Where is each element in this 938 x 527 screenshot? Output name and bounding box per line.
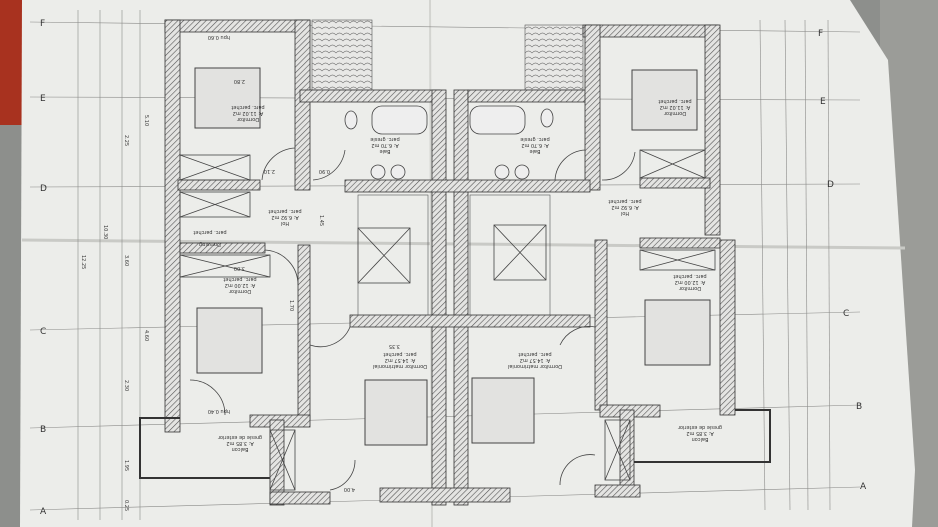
dim-label: 2.80 xyxy=(234,78,245,84)
room-finish: parc. gresie xyxy=(520,136,549,142)
axis-letter: F xyxy=(818,29,823,39)
terrace-tiles xyxy=(524,24,584,91)
beds xyxy=(194,67,711,446)
axis-letter: D xyxy=(827,180,834,190)
room-name: Dormitor matrimonial xyxy=(373,363,427,369)
dim-label: 1.70 xyxy=(288,300,294,311)
dim-label: 0.25 xyxy=(123,500,129,511)
room-finish: parc. parchet xyxy=(658,98,691,104)
room-name: Dormitor xyxy=(228,288,251,294)
wardrobes xyxy=(179,149,716,491)
dim-label: 12.25 xyxy=(80,255,86,269)
door-swings xyxy=(189,147,636,491)
room-finish: gresie de exterior xyxy=(677,424,722,430)
room-area: A: 6.70 m2 xyxy=(521,142,548,148)
room-finish: parc. parchet xyxy=(608,198,641,204)
room-finish: gresie de exterior xyxy=(217,434,262,440)
dim-label: 4.00 xyxy=(344,486,355,492)
dim-label: 4.60 xyxy=(143,330,149,341)
room-area: A: 12.00 m2 xyxy=(675,279,706,285)
room-area: A: 6.92 m2 xyxy=(271,214,298,220)
room-area: A: 11.02 m2 xyxy=(660,104,691,110)
dim-label: 1.95 xyxy=(123,460,129,471)
room-name: Baie xyxy=(530,148,541,154)
room-finish: parc. gresie xyxy=(370,136,399,142)
room-area: A: 3.85 m2 xyxy=(686,430,713,436)
balcony-right-outline xyxy=(634,409,771,463)
room-finish: parc. parchet xyxy=(383,351,416,357)
dim-label: 3.60 xyxy=(123,255,129,266)
axis-letter: B xyxy=(856,402,862,412)
axis-letter: C xyxy=(843,309,849,319)
room-name: Hol xyxy=(281,220,289,226)
dim-label: 5.10 xyxy=(143,115,149,126)
room-finish: parc. parchet xyxy=(193,229,226,235)
stairs xyxy=(357,194,551,316)
axis-letter: B xyxy=(40,425,46,435)
room-area: A: 6.92 m2 xyxy=(611,204,638,210)
dim-label: 2.10 xyxy=(264,168,275,174)
room-finish: parc. parchet xyxy=(223,276,256,282)
room-name: Dormitor matrimonial xyxy=(508,363,562,369)
axis-letter: C xyxy=(40,327,46,337)
room-name: Dormitor xyxy=(663,110,686,116)
axis-letter: D xyxy=(40,184,47,194)
dim-label: 1.45 xyxy=(318,215,324,226)
axis-letter: A xyxy=(40,507,47,517)
dimension-labels: 2.80 3.35 3.00 4.00 2.30 1.95 0.25 5.10 … xyxy=(80,34,400,511)
room-label: Dressing parc. parchet xyxy=(193,229,226,247)
axis-letters: A B C D E F A B C D E F xyxy=(40,19,867,517)
dim-label: hpu 0.40 xyxy=(208,408,230,414)
room-finish: parc. parchet xyxy=(231,104,264,110)
dim-label: 3.00 xyxy=(234,265,245,271)
room-name: Dormitor xyxy=(236,116,259,122)
room-name: Baie xyxy=(380,148,391,154)
room-name: Balcon xyxy=(692,436,709,442)
dim-label: 0.90 xyxy=(319,168,330,174)
dim-label: 2.25 xyxy=(123,135,129,146)
dim-label: 2.30 xyxy=(123,380,129,391)
axis-letter: A xyxy=(860,482,867,492)
axis-letter: E xyxy=(820,97,826,107)
room-area: A: 3.85 m2 xyxy=(226,440,253,446)
balcony-left-outline xyxy=(139,417,270,479)
dim-label: 10.30 xyxy=(102,225,108,239)
room-name: Balcon xyxy=(232,446,249,452)
dim-label: 3.35 xyxy=(389,343,400,349)
room-name: Dormitor xyxy=(678,285,701,291)
room-area: A: 6.70 m2 xyxy=(371,142,398,148)
axis-letter: E xyxy=(40,94,46,104)
room-name: Hol xyxy=(621,210,629,216)
room-finish: parc. parchet xyxy=(268,208,301,214)
walls xyxy=(164,19,736,506)
room-name: Dressing xyxy=(199,241,221,247)
sanitary-fixtures xyxy=(344,105,554,180)
red-cloth xyxy=(0,0,22,125)
terrace-tiles xyxy=(311,19,373,91)
dim-label: hpu 0.60 xyxy=(208,34,230,40)
room-finish: parc. parchet xyxy=(673,273,706,279)
room-area: A: 14.57 m2 xyxy=(520,357,551,363)
axis-letter: F xyxy=(40,19,45,29)
room-finish: parc. parchet xyxy=(518,351,551,357)
room-area: A: 14.57 m2 xyxy=(385,357,416,363)
room-area: A: 12.00 m2 xyxy=(225,282,256,288)
room-area: A: 11.02 m2 xyxy=(233,110,264,116)
